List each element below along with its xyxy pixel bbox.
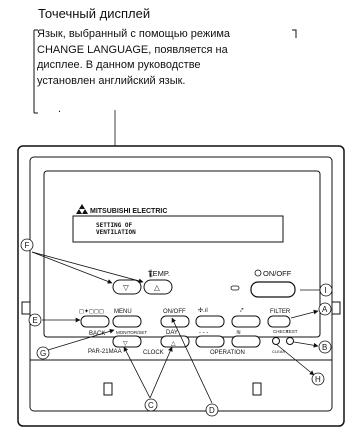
on-off-timer-button[interactable]	[160, 315, 190, 328]
clear-label: CLEAR	[272, 349, 285, 354]
callout-g: G	[36, 346, 50, 360]
side-clip-right	[331, 301, 341, 315]
callout-d: D	[205, 403, 219, 417]
back-mode-icons: ◻✦◻◻◻	[79, 308, 104, 315]
side-clip-left	[21, 301, 31, 315]
temp-up-button[interactable]	[143, 279, 173, 295]
svg-text:D: D	[209, 406, 215, 415]
test-button[interactable]	[286, 337, 294, 345]
fan-speed-icon: ✣.ıl	[198, 307, 208, 314]
callout-h: H	[311, 372, 325, 386]
svg-text:G: G	[40, 349, 46, 358]
cover-tab-right	[252, 382, 262, 396]
filter-button[interactable]	[267, 315, 291, 328]
menu-button[interactable]	[112, 315, 142, 328]
test-label: TEST	[286, 329, 298, 334]
svg-text:C: C	[148, 401, 154, 410]
svg-text:I: I	[325, 286, 327, 295]
note-line-4: установлен английский язык.	[37, 74, 186, 87]
lcd-screen	[72, 215, 284, 243]
callout-leaders	[31, 251, 320, 404]
note-line-3: дисплее. В данном руководстве	[37, 59, 201, 71]
cover-tab-left	[103, 382, 113, 396]
operation-label: OPERATION	[210, 350, 245, 356]
day-label: DAY	[166, 330, 178, 336]
louver-icon: - - -	[199, 330, 208, 336]
vane-icon: ⤤	[240, 308, 244, 314]
note-line-2: CHANGE LANGUAGE, появляется на	[37, 43, 228, 56]
check-button[interactable]	[272, 337, 280, 345]
temp-icon: 🌡	[146, 269, 156, 278]
note-bracket	[33, 29, 297, 114]
on-off-small-label: ON/OFF	[163, 309, 186, 315]
temp-up-icon: △	[154, 283, 161, 292]
filter-label: FILTER	[270, 309, 291, 315]
svg-text:B: B	[322, 343, 327, 352]
back-label: BACK	[89, 331, 105, 337]
lcd-line-2: VENTILATION	[96, 229, 136, 236]
display-heading: Точечный дисплей	[38, 6, 151, 21]
temp-label: TEMP.	[148, 269, 170, 278]
note-line-1: Язык, выбранный с помощью режима	[37, 28, 231, 40]
svg-text:H: H	[315, 375, 321, 384]
ventilation-icon: ≋	[236, 330, 241, 336]
dot-marker: .	[58, 103, 62, 115]
lcd-line-1: SETTING OF	[96, 222, 133, 229]
timer-up-icon: △	[171, 341, 176, 347]
menu-label: MENU	[114, 309, 132, 315]
svg-text:F: F	[25, 241, 30, 250]
mode-back-button[interactable]	[80, 315, 110, 328]
on-off-label: ON/OFF	[263, 269, 292, 278]
svg-text:E: E	[33, 316, 38, 325]
callout-e: E	[28, 313, 42, 327]
timer-down-icon: ▽	[123, 341, 128, 347]
operation-lamp	[230, 285, 240, 291]
callout-a: A	[318, 302, 332, 316]
clock-label: CLOCK	[143, 350, 164, 356]
check-label: CHECK	[273, 329, 289, 334]
model-label: PAR-21MAA	[88, 349, 122, 355]
power-icon	[254, 269, 262, 277]
temp-down-button[interactable]	[112, 279, 142, 295]
callout-c: C	[144, 398, 158, 412]
monitor-label: MONITOR/SET	[116, 330, 147, 335]
callout-f: F	[20, 238, 34, 252]
vane-button[interactable]	[231, 315, 261, 328]
language-note: Язык, выбранный с помощью режима CHANGE …	[37, 27, 297, 89]
callout-i: I	[319, 283, 333, 297]
on-off-button[interactable]	[250, 281, 296, 298]
callout-b: B	[318, 340, 332, 354]
fan-speed-button[interactable]	[195, 315, 225, 328]
ventilation-button[interactable]	[231, 335, 261, 348]
louver-button[interactable]	[195, 335, 225, 348]
svg-text:A: A	[322, 305, 328, 314]
temp-down-icon: ▽	[123, 283, 130, 292]
brand-label: MITSUBISHI ELECTRIC	[90, 208, 167, 215]
mitsubishi-logo-icon	[76, 204, 88, 214]
